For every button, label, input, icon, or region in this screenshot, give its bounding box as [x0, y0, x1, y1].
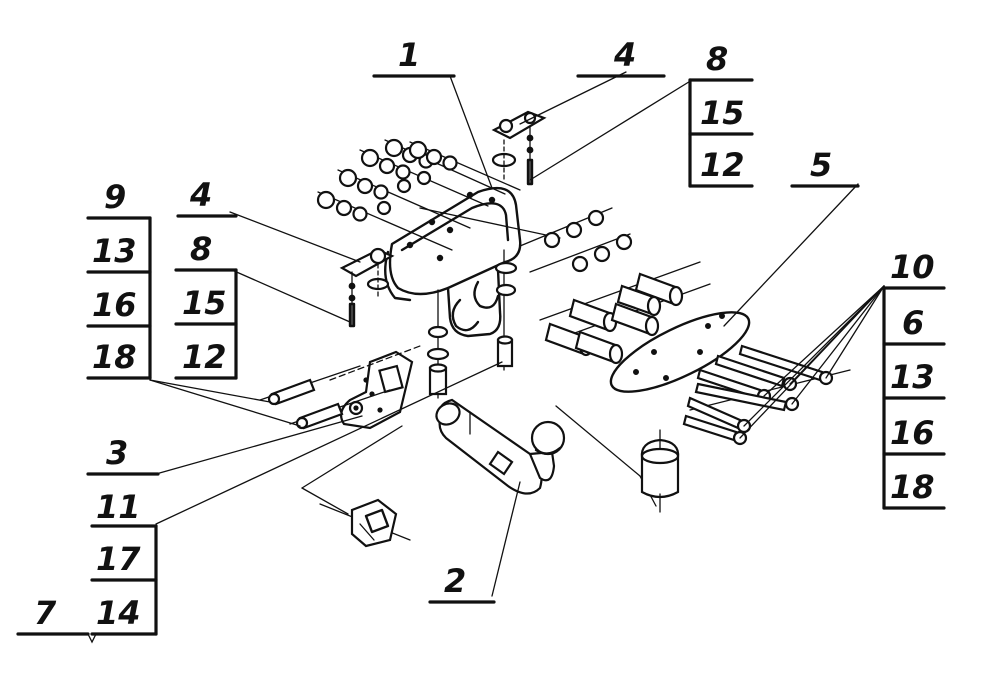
label-part-18-right: 18 — [890, 468, 935, 506]
label-part-2: 2 — [444, 562, 466, 600]
ball-cover-cap — [640, 429, 680, 513]
mounting-bracket — [384, 187, 522, 338]
part-number-labels: 1 4 8 15 12 5 9 13 16 18 4 8 15 12 3 11 … — [34, 36, 935, 632]
label-part-9: 9 — [104, 178, 126, 216]
label-part-8-top: 8 — [706, 40, 728, 78]
label-part-12-side: 12 — [182, 338, 227, 376]
leader-lines — [149, 71, 885, 597]
gasket-seal — [609, 311, 751, 393]
label-part-8-side: 8 — [190, 230, 212, 268]
long-bolts — [682, 344, 851, 446]
electrical-socket — [301, 425, 411, 548]
socket-mounting-plate — [329, 345, 421, 430]
label-part-5: 5 — [810, 146, 832, 184]
label-frames — [16, 74, 946, 644]
center-spacer-stack — [426, 249, 518, 399]
label-part-6: 6 — [902, 304, 924, 342]
label-part-15-side: 15 — [182, 284, 227, 322]
label-part-3: 3 — [106, 434, 128, 472]
label-part-10: 10 — [890, 248, 935, 286]
label-part-7: 7 — [34, 594, 57, 632]
label-part-4-side: 4 — [189, 176, 212, 214]
top-clamp-plate — [491, 110, 547, 186]
left-spacer-bolts — [259, 365, 391, 430]
label-part-13-left: 13 — [92, 232, 137, 270]
label-part-12-top: 12 — [700, 146, 745, 184]
nut-array-upper — [316, 138, 521, 251]
label-part-18-left: 18 — [92, 338, 137, 376]
label-part-1: 1 — [398, 36, 420, 74]
side-clamp-plate — [339, 247, 395, 328]
label-part-13-right: 13 — [890, 358, 935, 396]
label-part-4-top: 4 — [613, 36, 636, 74]
spacer-tubes — [539, 261, 711, 365]
label-part-16-right: 16 — [890, 414, 935, 452]
label-part-15-top: 15 — [700, 94, 745, 132]
label-part-16-left: 16 — [92, 286, 137, 324]
tow-ball-bar — [435, 398, 657, 507]
label-part-11: 11 — [96, 488, 141, 526]
nut-array-right — [419, 207, 633, 273]
label-part-14: 14 — [96, 594, 141, 632]
label-part-17: 17 — [96, 540, 141, 578]
